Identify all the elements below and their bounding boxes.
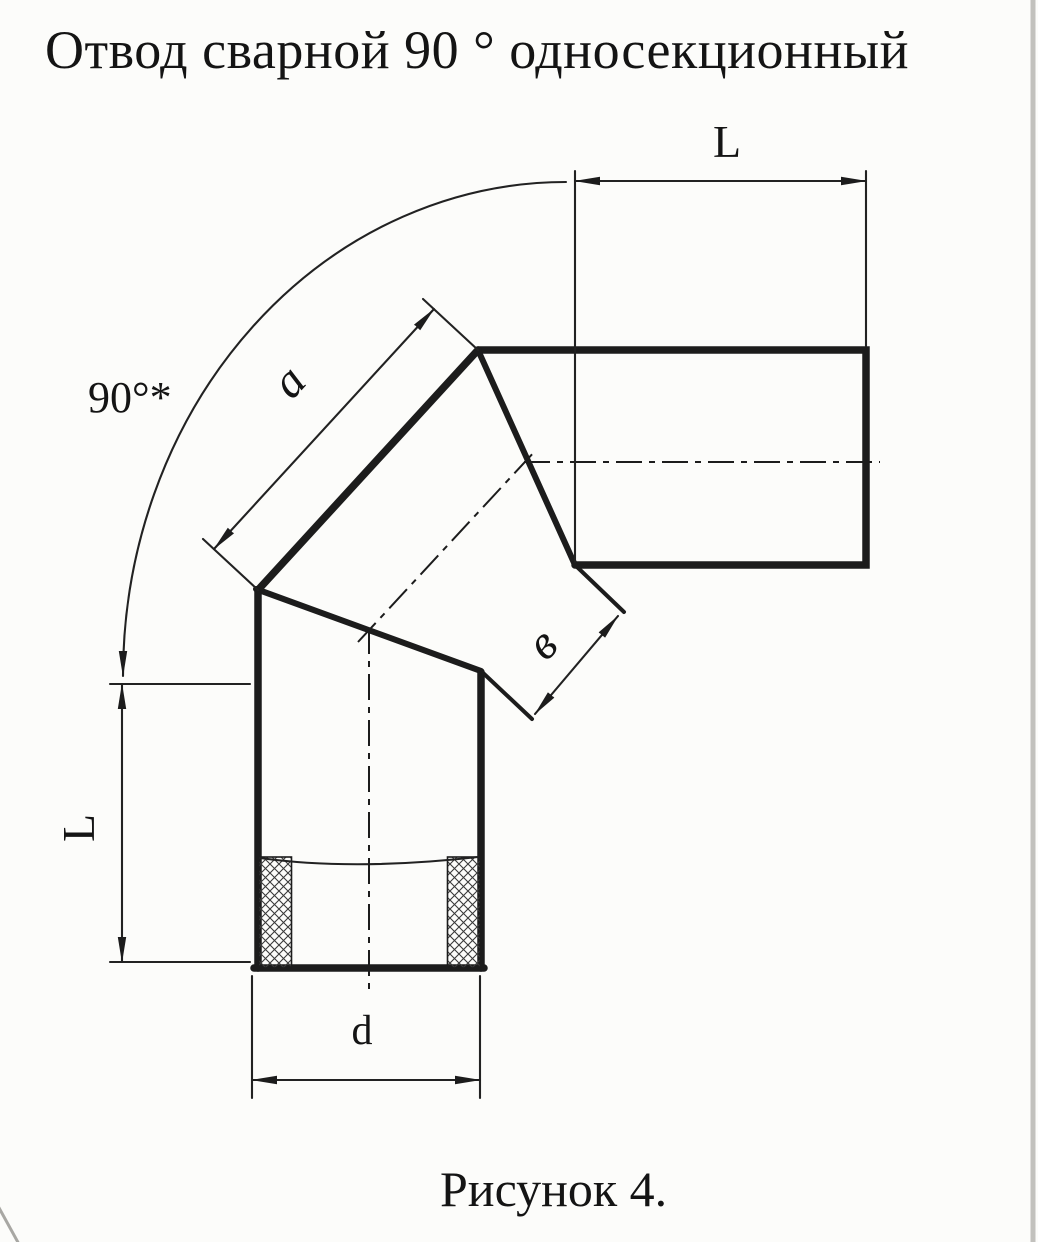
upper-weld-seam xyxy=(475,347,578,568)
throat-face-upper-edge xyxy=(573,563,626,614)
throat-face-lower-edge xyxy=(479,669,534,721)
centerlines xyxy=(357,449,880,996)
dim-label-d: d xyxy=(352,1008,373,1054)
dim-label-length-left: L xyxy=(53,814,104,842)
dim-label-length-top: L xyxy=(713,116,741,167)
dimension-diameter: d xyxy=(250,974,482,1100)
page-title: Отвод сварной 90 ° односекционный xyxy=(45,20,909,80)
figure-caption: Рисунок 4. xyxy=(440,1161,667,1217)
dimension-length-top: L xyxy=(573,116,868,564)
dimension-angle: 90°* xyxy=(88,180,568,678)
dimension-line xyxy=(212,307,436,551)
dim-label-a: a xyxy=(261,355,316,409)
dim-label-v: в xyxy=(516,618,568,671)
sleeve-left-wall-hatch xyxy=(257,856,293,969)
dimension-section-v: в xyxy=(516,614,620,716)
dimension-section-a: a xyxy=(201,297,480,592)
horizontal-pipe-outline xyxy=(474,346,870,569)
miter-centerline xyxy=(357,449,537,643)
dimension-length-left: L xyxy=(53,682,252,964)
extension-line xyxy=(421,297,480,352)
sleeve-right-wall-hatch xyxy=(446,856,482,969)
sleeve-top-line xyxy=(258,855,480,866)
angle-arc xyxy=(118,180,568,678)
scan-corner-mark xyxy=(0,1206,20,1242)
sleeve-hatching xyxy=(257,855,482,969)
dimension-line xyxy=(533,614,620,716)
extension-line xyxy=(201,537,260,592)
dim-label-angle: 90°* xyxy=(88,373,172,422)
